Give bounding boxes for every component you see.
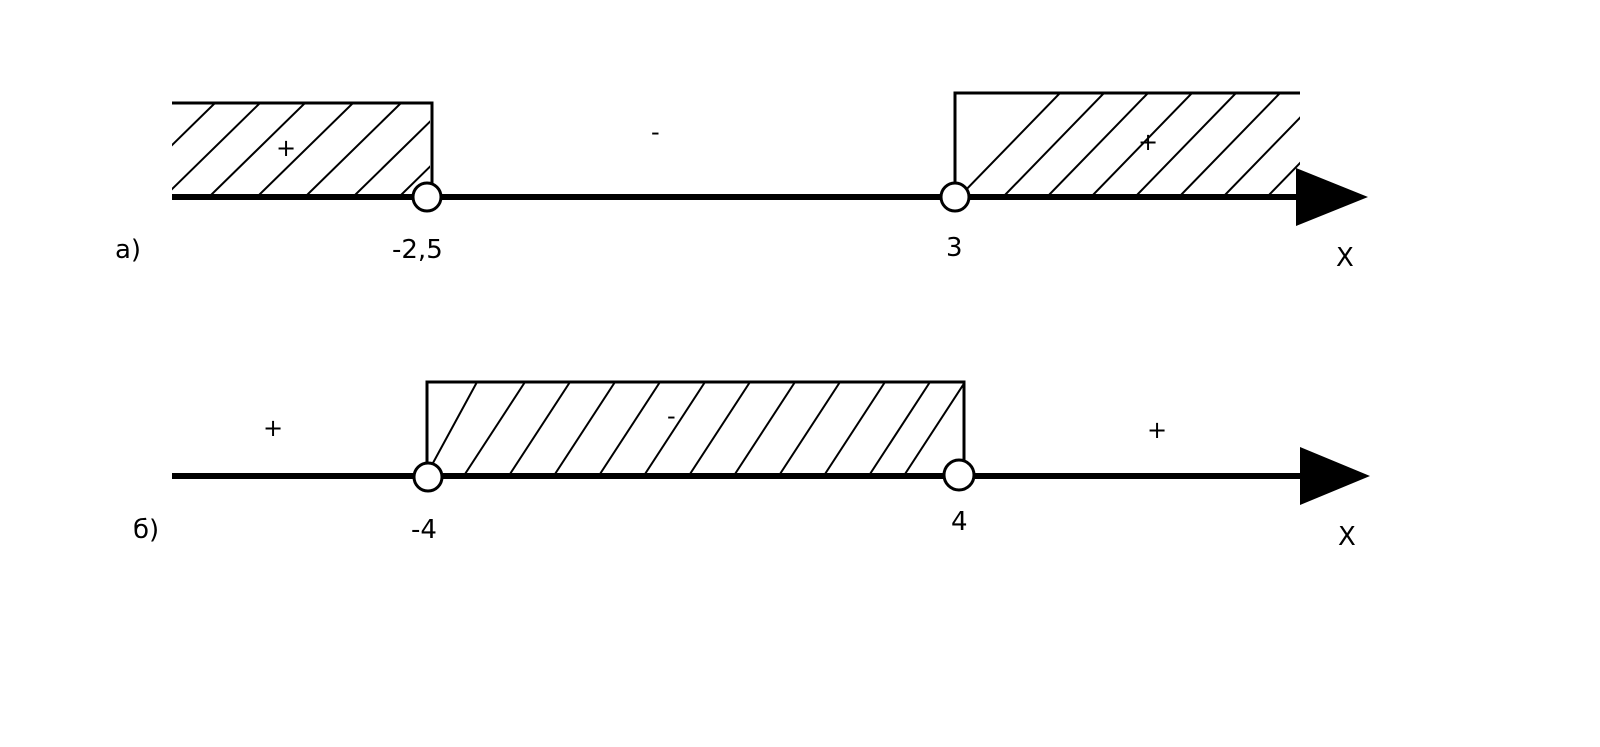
axis-label: X xyxy=(1336,243,1354,273)
open-point-left xyxy=(411,181,443,213)
open-point-right xyxy=(942,458,976,492)
hatching-middle xyxy=(427,382,964,474)
sign-middle: - xyxy=(651,118,660,146)
sign-right: + xyxy=(1138,128,1158,156)
shaded-region-right xyxy=(953,91,1300,196)
sign-left: + xyxy=(263,414,283,442)
sign-right: + xyxy=(1147,416,1167,444)
shaded-region-middle xyxy=(425,380,966,474)
diagram-a: а) -2,5 3 X + - + xyxy=(115,91,1368,273)
point-label-right: 3 xyxy=(946,233,963,263)
axis-arrow-icon xyxy=(1296,168,1368,226)
point-label-left: -4 xyxy=(411,515,437,545)
open-point-right xyxy=(939,181,971,213)
part-label: б) xyxy=(133,515,159,545)
sign-left: + xyxy=(276,134,296,162)
diagram-b: б) -4 4 X + - + xyxy=(133,380,1370,552)
open-point-left xyxy=(412,461,444,493)
point-label-right: 4 xyxy=(951,507,968,537)
shaded-region-left xyxy=(172,101,434,196)
hatching-right xyxy=(959,93,1300,196)
axis-label: X xyxy=(1338,522,1356,552)
axis-arrow-icon xyxy=(1300,447,1370,505)
hatching-left xyxy=(172,103,430,196)
part-label: а) xyxy=(115,235,141,265)
sign-middle: - xyxy=(667,402,676,430)
point-label-left: -2,5 xyxy=(392,235,443,265)
